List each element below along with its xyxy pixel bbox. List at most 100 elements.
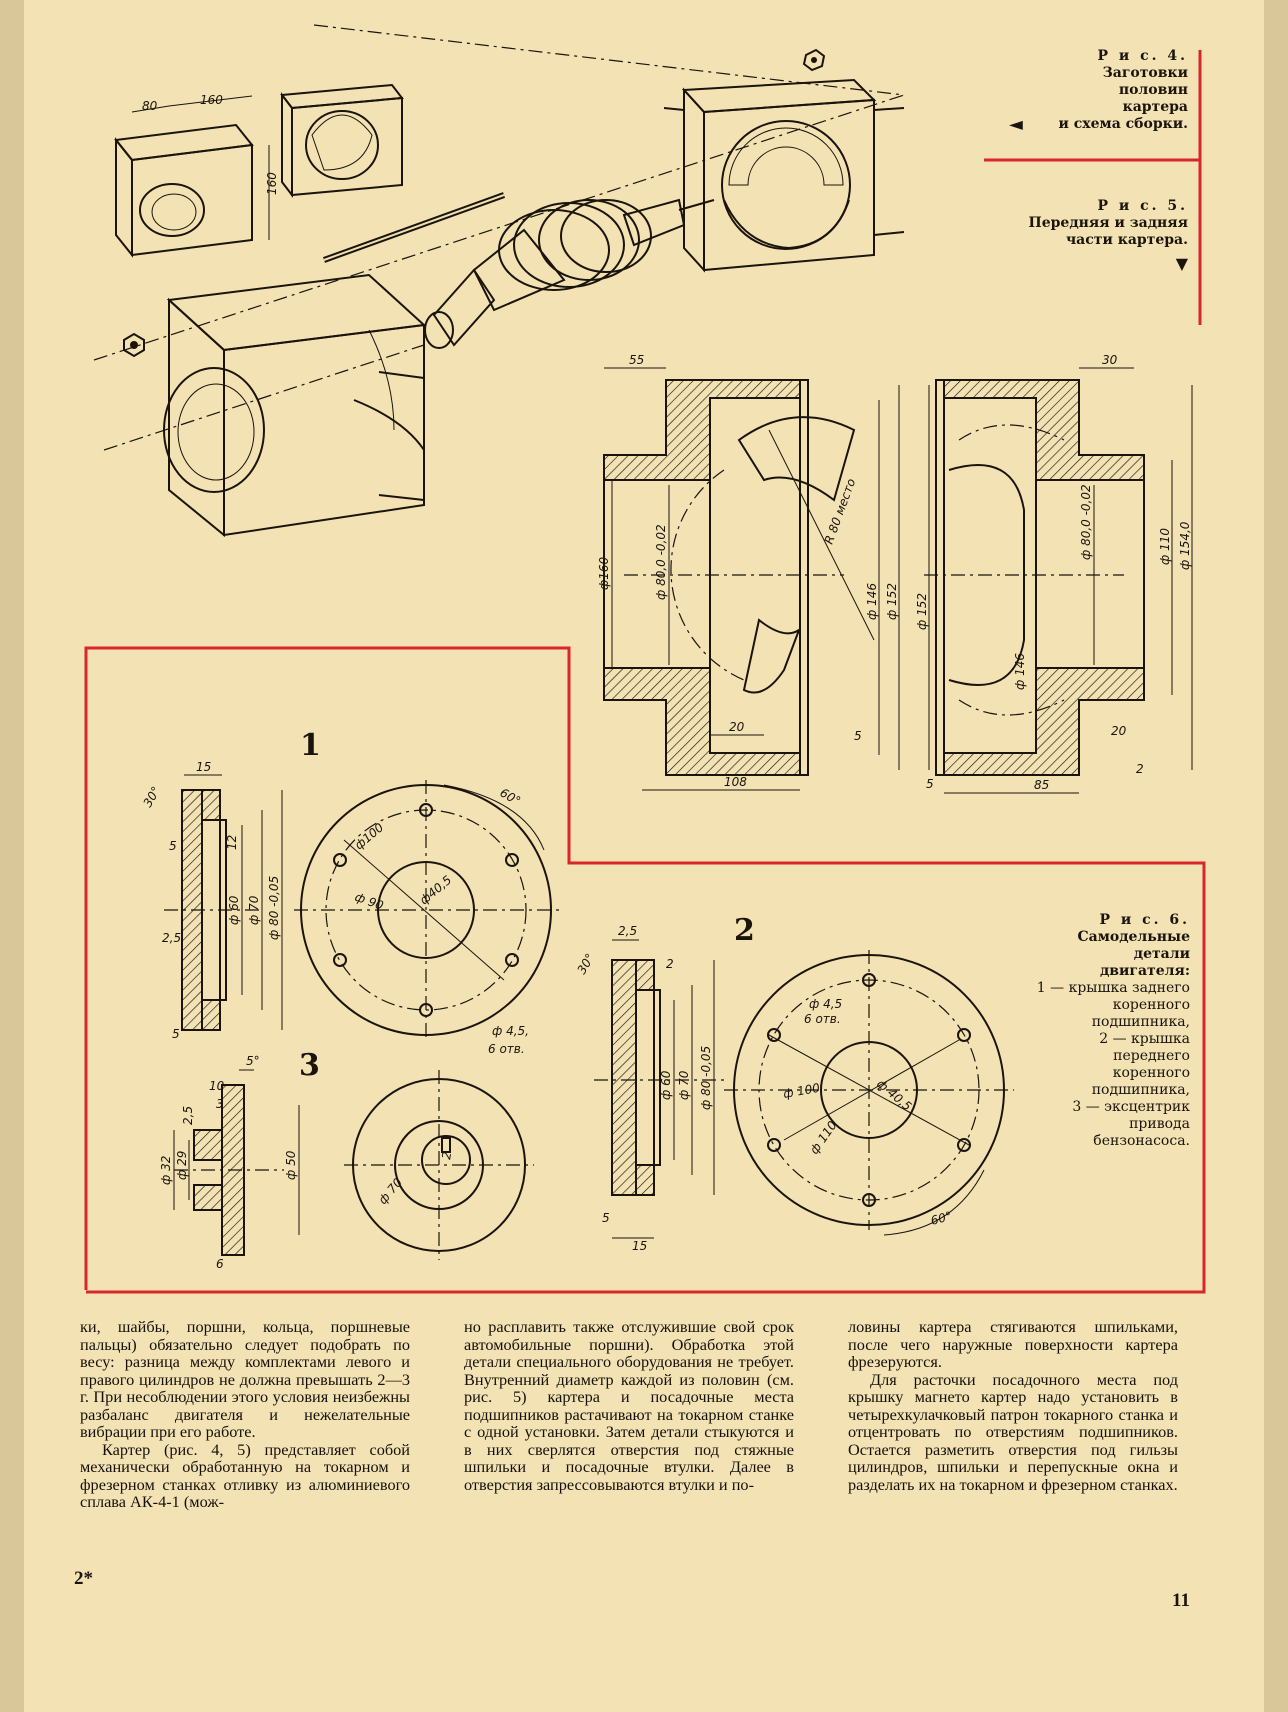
dim-fig5-d110: ф 110	[1158, 528, 1172, 565]
caption-fig4: Р и с. 4. Заготовки половин картера ◄и с…	[954, 48, 1188, 135]
dim-p1-d70: ф 70	[247, 895, 261, 925]
dim-p3-3: 3	[216, 1097, 224, 1111]
dim-fig5-d160: ф160	[597, 556, 611, 590]
part1-plan: 60° ф100 ф 90 ф40,5 ф 4,5, 6 отв.	[294, 780, 559, 1056]
dim-fig5-d154: ф 154,0	[1178, 521, 1192, 570]
blank-block-small	[114, 123, 254, 258]
dim-p3-10: 10	[209, 1079, 225, 1093]
caption-fig6-line: подшипника,	[1091, 1082, 1190, 1098]
dim-fig4-160v: 160	[265, 172, 279, 195]
blank-block-second	[280, 83, 404, 198]
dim-p2-d405: ф 40,5	[874, 1077, 914, 1114]
caption-fig4-title: Р и с. 4.	[1097, 48, 1188, 64]
caption-fig6-line: Самодельные	[1077, 929, 1190, 945]
caption-fig6-line: детали	[1133, 946, 1190, 962]
paragraph: но расплавить также отслужившие свой сро…	[464, 1317, 794, 1494]
caption-fig6-line: привода	[1129, 1116, 1190, 1132]
caption-fig6-line: двигателя:	[1099, 963, 1190, 979]
dim-fig5-20b: 20	[1111, 724, 1127, 738]
fig5-drawings: 55 ф160 ф 80,0 -0,02 R 80 место ф 146 ф …	[597, 353, 1193, 794]
caption-fig6-line: переднего	[1113, 1048, 1190, 1064]
caption-fig4-line: Заготовки	[1102, 65, 1188, 81]
crankshaft	[424, 198, 715, 349]
dim-p1-25: 2,5	[162, 931, 181, 945]
caption-fig6-line: бензонасоса.	[1093, 1133, 1190, 1149]
dim-fig5-d152b: ф 152	[915, 593, 929, 630]
paragraph: ки, шайбы, поршни, кольца, поршневые пал…	[80, 1317, 410, 1441]
dim-p2-d70: ф 70	[677, 1070, 691, 1100]
dim-p2-2: 2	[666, 957, 674, 971]
dim-p1-60deg: 60°	[498, 785, 523, 808]
fig5-left-section: 55 ф160 ф 80,0 -0,02 R 80 место ф 146 ф …	[597, 353, 900, 791]
dim-p1-holes: ф 4,5,	[492, 1024, 529, 1038]
crankcase-half-upper	[663, 78, 905, 273]
dim-p1-15: 15	[196, 760, 211, 774]
dim-p2-5: 5	[602, 1211, 610, 1225]
paragraph: Для расточки посадочного места под крышк…	[848, 1369, 1178, 1494]
caption-fig6: Р и с. 6. Самодельные детали двигателя: …	[954, 912, 1190, 1150]
dim-fig5-d80r: ф 80,0 -0,02	[1079, 484, 1093, 560]
caption-fig4-line: ◄и схема сборки.	[1009, 114, 1188, 135]
dim-p1-d80: ф 80 -0,05	[267, 876, 281, 940]
dim-fig5-30: 30	[1102, 353, 1118, 367]
drawings: 80 160 160	[84, 24, 1206, 1294]
dim-fig5-5: 5	[854, 729, 862, 743]
red-frame	[84, 50, 1206, 1294]
crankcase-half-lower	[163, 273, 427, 538]
nut-top	[802, 48, 826, 72]
dim-p3-5deg: 5°	[246, 1054, 260, 1068]
dim-p1-d60: ф 60	[227, 895, 241, 925]
paragraph: Картер (рис. 4, 5) представляет собой ме…	[80, 1439, 410, 1511]
text-column-1: ки, шайбы, поршни, кольца, поршневые пал…	[80, 1318, 410, 1511]
dim-fig5-d152: ф 152	[885, 583, 899, 620]
caption-fig4-line: половин	[1118, 82, 1188, 98]
dim-p1-holes2: 6 отв.	[488, 1042, 525, 1056]
dim-p3-d29: ф 29	[175, 1151, 189, 1180]
dim-p1-d100: ф100	[352, 820, 387, 852]
fig4-illustration: 80 160 160	[93, 24, 905, 538]
dim-p2-d80: ф 80 -0,05	[699, 1046, 713, 1110]
dim-p3-2: 2	[439, 1151, 454, 1161]
dim-fig5-55: 55	[629, 353, 644, 367]
dim-fig5-5b: 5	[926, 777, 934, 791]
caption-fig5-line: Передняя и задняя	[1028, 215, 1189, 231]
text-column-2: но расплавить также отслужившие свой сро…	[464, 1318, 794, 1493]
dim-fig4-160: 160	[200, 93, 223, 107]
fig6-number-2: 2	[734, 913, 755, 948]
dim-fig5-20: 20	[729, 720, 745, 734]
nut-left	[123, 332, 145, 358]
dim-p2-d60: ф 60	[659, 1070, 673, 1100]
fig5-right-section: 30 ф 152 ф 146 ф 80,0 -0,02 ф 110 ф 154,…	[915, 353, 1193, 794]
part3-section: 5° 10 2,5 3 ф 32 ф 29 ф 50 6	[159, 1054, 300, 1271]
signature-mark: 2*	[74, 1568, 93, 1589]
dim-p2-15: 15	[632, 1239, 647, 1253]
text-column-3: ловины картера стягиваются шпильками, по…	[848, 1318, 1178, 1493]
dim-fig5-85: 85	[1034, 778, 1049, 792]
part2-section: 2,5 30° 2 ф 60 ф 70 ф 80 -0,05 5 15	[574, 924, 724, 1253]
dim-fig5-d146: ф 146	[865, 583, 879, 620]
caption-fig6-line: коренного	[1112, 997, 1190, 1013]
dim-p2-holes2: 6 отв.	[804, 1012, 841, 1026]
dim-p2-60deg: 60°	[929, 1209, 953, 1228]
dim-fig5-108: 108	[724, 775, 747, 789]
part3-plan: ф 70 2	[344, 1070, 534, 1260]
dim-p1-d405: ф40,5	[417, 873, 454, 907]
caption-fig6-line: коренного	[1112, 1065, 1190, 1081]
caption-fig6-line: 1 — крышка заднего	[1036, 980, 1190, 996]
caption-fig5-line: части картера.	[1065, 232, 1188, 248]
caption-fig6-title: Р и с. 6.	[1099, 912, 1190, 928]
dim-p3-d32: ф 32	[159, 1156, 173, 1185]
caption-fig5-title: Р и с. 5.	[1097, 198, 1188, 214]
caption-fig6-line: 3 — эксцентрик	[1072, 1099, 1190, 1115]
fig6-number-3: 3	[299, 1048, 320, 1083]
caption-fig6-line: 2 — крышка	[1099, 1031, 1190, 1047]
dim-p3-d50: ф 50	[284, 1150, 298, 1180]
dim-fig5-d80: ф 80,0 -0,02	[654, 524, 668, 600]
caption-fig5: Р и с. 5. Передняя и задняя части картер…	[954, 198, 1189, 272]
dim-fig5-2: 2	[1136, 762, 1144, 776]
dim-fig5-d146b: ф 146	[1013, 653, 1027, 690]
fig6-number-1: 1	[300, 728, 321, 763]
paragraph: ловины картера стягиваются шпильками, по…	[848, 1317, 1178, 1371]
dim-p1-5b: 5	[172, 1027, 180, 1041]
left-arrow-icon: ◄	[1009, 114, 1023, 135]
